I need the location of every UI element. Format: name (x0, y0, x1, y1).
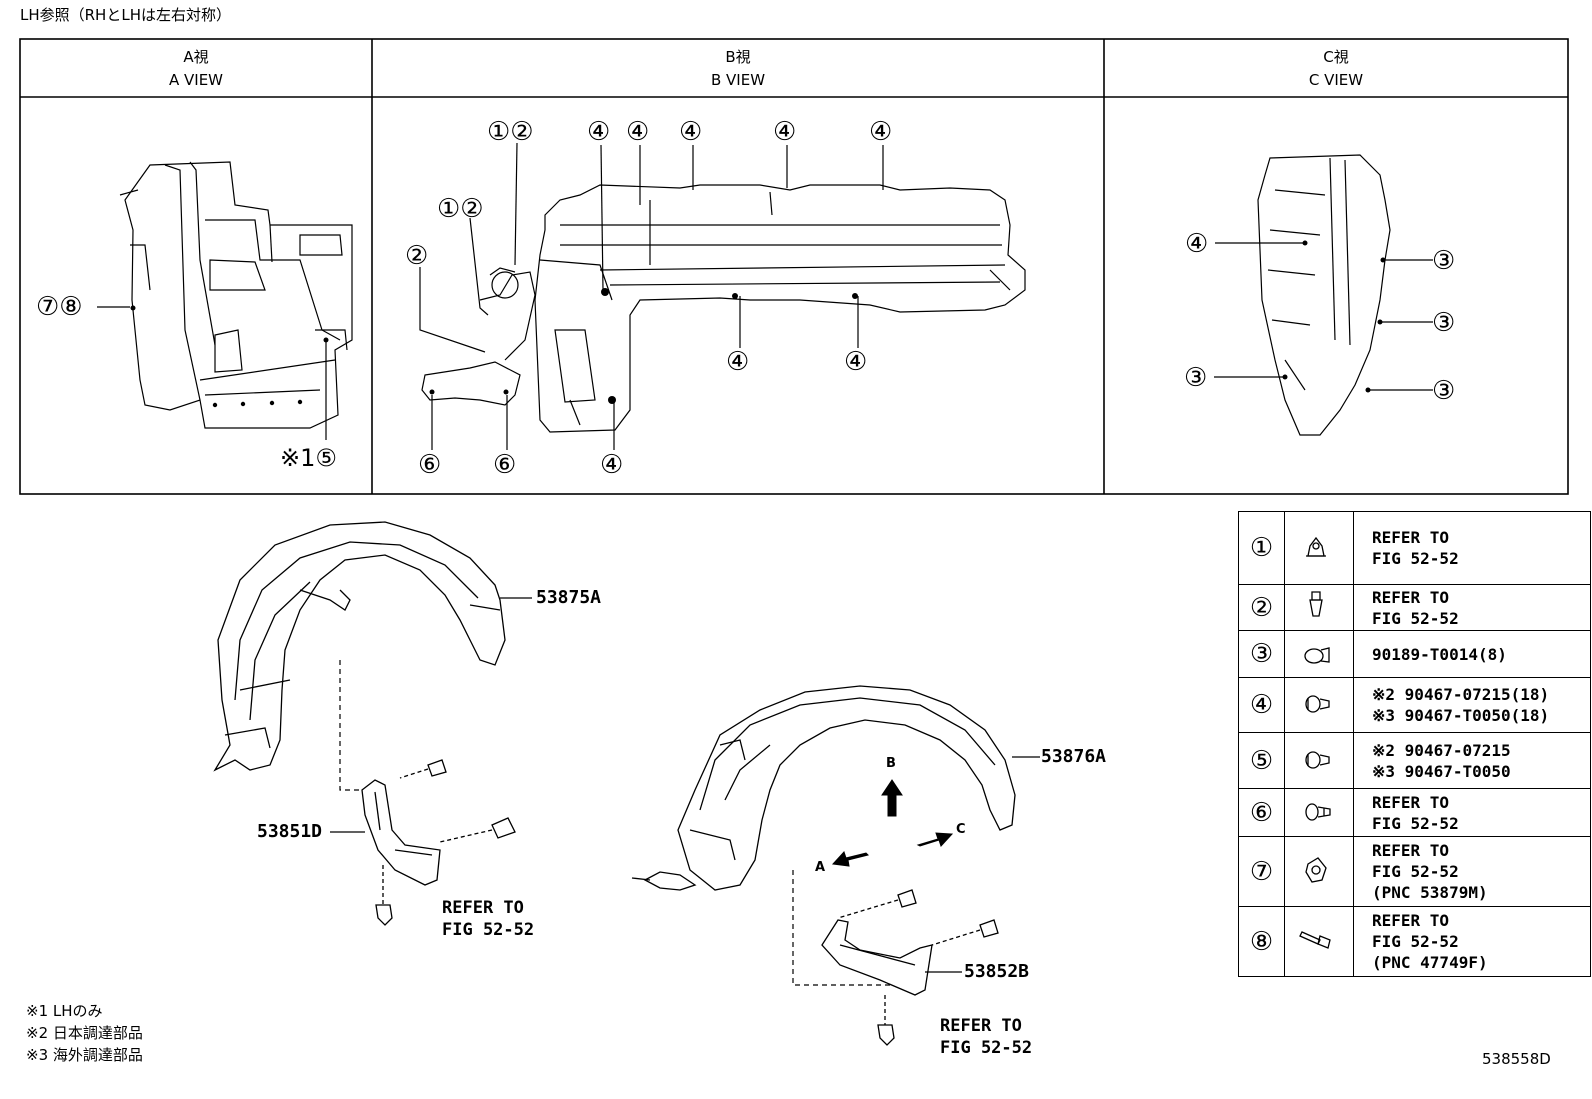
callout-4: ④ (726, 347, 750, 377)
callout-4: ④ (587, 117, 611, 147)
footnote-1: ※1 LHのみ (26, 1002, 103, 1020)
callout-3: ③ (1184, 363, 1208, 393)
b-view-drawing (421, 184, 1026, 433)
legend-number: ① (1249, 533, 1274, 563)
callout-4: ④ (1185, 229, 1209, 259)
arrow-c-label: C (956, 822, 966, 837)
callout-4: ④ (773, 117, 797, 147)
legend-number: ⑥ (1249, 797, 1274, 828)
part-number-53852b: 53852B (964, 961, 1030, 982)
callout-78: ⑦⑧ (36, 292, 83, 322)
legend-row: ⑥ REFER TO FIG 52-52 (1238, 788, 1591, 837)
legend-number: ⑧ (1249, 926, 1274, 957)
legend-row: ⑧ REFER TO FIG 52-52 (PNC 47749F) (1238, 906, 1591, 977)
legend-row: ⑦ REFER TO FIG 52-52 (PNC 53879M) (1238, 836, 1591, 907)
callout-3: ③ (1432, 246, 1456, 276)
legend-row: ③ 90189-T0014(8) (1238, 630, 1591, 678)
callout-4: ④ (679, 117, 703, 147)
legend-text: REFER TO FIG 52-52 (PNC 47749F) (1353, 906, 1591, 977)
a-view-title-jp: A視 (183, 48, 209, 66)
legend-text: REFER TO FIG 52-52 (1353, 788, 1591, 837)
callout-3: ③ (1432, 376, 1456, 406)
callout-4: ④ (844, 347, 868, 377)
arrow-b (881, 779, 903, 817)
legend-text: 90189-T0014(8) (1353, 630, 1591, 678)
legend-number: ③ (1249, 639, 1274, 669)
fastener-legend-table: ① REFER TO FIG 52-52 ② REFER TO FIG 52-5… (1238, 511, 1591, 977)
liner-53875a-drawing (213, 521, 506, 772)
callout-2: ② (405, 241, 429, 271)
legend-number: ④ (1249, 690, 1274, 720)
legend-number: ⑦ (1249, 856, 1274, 887)
callout-6: ⑥ (493, 450, 517, 480)
refer-note-right: REFER TO FIG 52-52 (940, 1016, 1033, 1058)
screw-icon (837, 889, 999, 1046)
footnotes: ※1 LHのみ ※2 日本調達部品 ※3 海外調達部品 (26, 1000, 143, 1066)
part-number-53876a: 53876A (1041, 746, 1107, 767)
arrow-b-label: B (886, 756, 896, 771)
callout-4: ④ (626, 117, 650, 147)
views-frame (19, 38, 1569, 495)
arrow-a (831, 851, 869, 867)
callout-note1-5: ※1⑤ (280, 444, 337, 472)
screw-icon (375, 759, 516, 926)
arrow-a-label: A (815, 860, 826, 875)
legend-text: REFER TO FIG 52-52 (PNC 53879M) (1353, 836, 1591, 907)
legend-text: REFER TO FIG 52-52 (1353, 511, 1591, 585)
legend-row: ④ ※2 90467-07215(18) ※3 90467-T0050(18) (1238, 677, 1591, 733)
a-view-title-en: A VIEW (168, 71, 224, 89)
legend-number: ⑤ (1249, 745, 1274, 776)
legend-text: ※2 90467-07215 ※3 90467-T0050 (1353, 732, 1591, 789)
callout-3: ③ (1432, 308, 1456, 338)
arrow-c (916, 832, 954, 847)
header-note: LH参照（RHとLHは左右対称） (20, 6, 231, 24)
bracket-53852b-drawing (821, 919, 933, 996)
b-view-title-en: B VIEW (710, 71, 766, 89)
legend-number: ② (1249, 592, 1274, 623)
b-view-title: B視 B VIEW (372, 46, 1104, 92)
footnote-2: ※2 日本調達部品 (26, 1024, 143, 1042)
figure-id: 538558D (1482, 1050, 1551, 1068)
c-view-title: C視 C VIEW (1104, 46, 1568, 92)
bracket-53851d-drawing (361, 779, 441, 886)
liner-53876a-drawing (631, 685, 1016, 891)
legend-text: REFER TO FIG 52-52 (1353, 584, 1591, 631)
callout-6: ⑥ (418, 450, 442, 480)
legend-row: ⑤ ※2 90467-07215 ※3 90467-T0050 (1238, 732, 1591, 789)
part-number-53875a: 53875A (536, 587, 602, 608)
legend-text: ※2 90467-07215(18) ※3 90467-T0050(18) (1353, 677, 1591, 733)
legend-row: ② REFER TO FIG 52-52 (1238, 584, 1591, 631)
refer-note-left: REFER TO FIG 52-52 (442, 898, 535, 940)
a-view-drawing (119, 161, 353, 429)
legend-row: ① REFER TO FIG 52-52 (1238, 511, 1591, 585)
a-view-title: A視 A VIEW (20, 46, 372, 92)
footnote-3: ※3 海外調達部品 (26, 1046, 143, 1064)
c-view-title-jp: C視 (1323, 48, 1349, 66)
part-number-53851d: 53851D (257, 821, 323, 842)
callout-12-top: ①② (487, 117, 534, 147)
callout-4: ④ (869, 117, 893, 147)
c-view-drawing (1257, 154, 1391, 436)
callout-12-mid: ①② (437, 194, 484, 224)
b-view-title-jp: B視 (725, 48, 751, 66)
c-view-title-en: C VIEW (1308, 71, 1364, 89)
callout-4: ④ (600, 450, 624, 480)
